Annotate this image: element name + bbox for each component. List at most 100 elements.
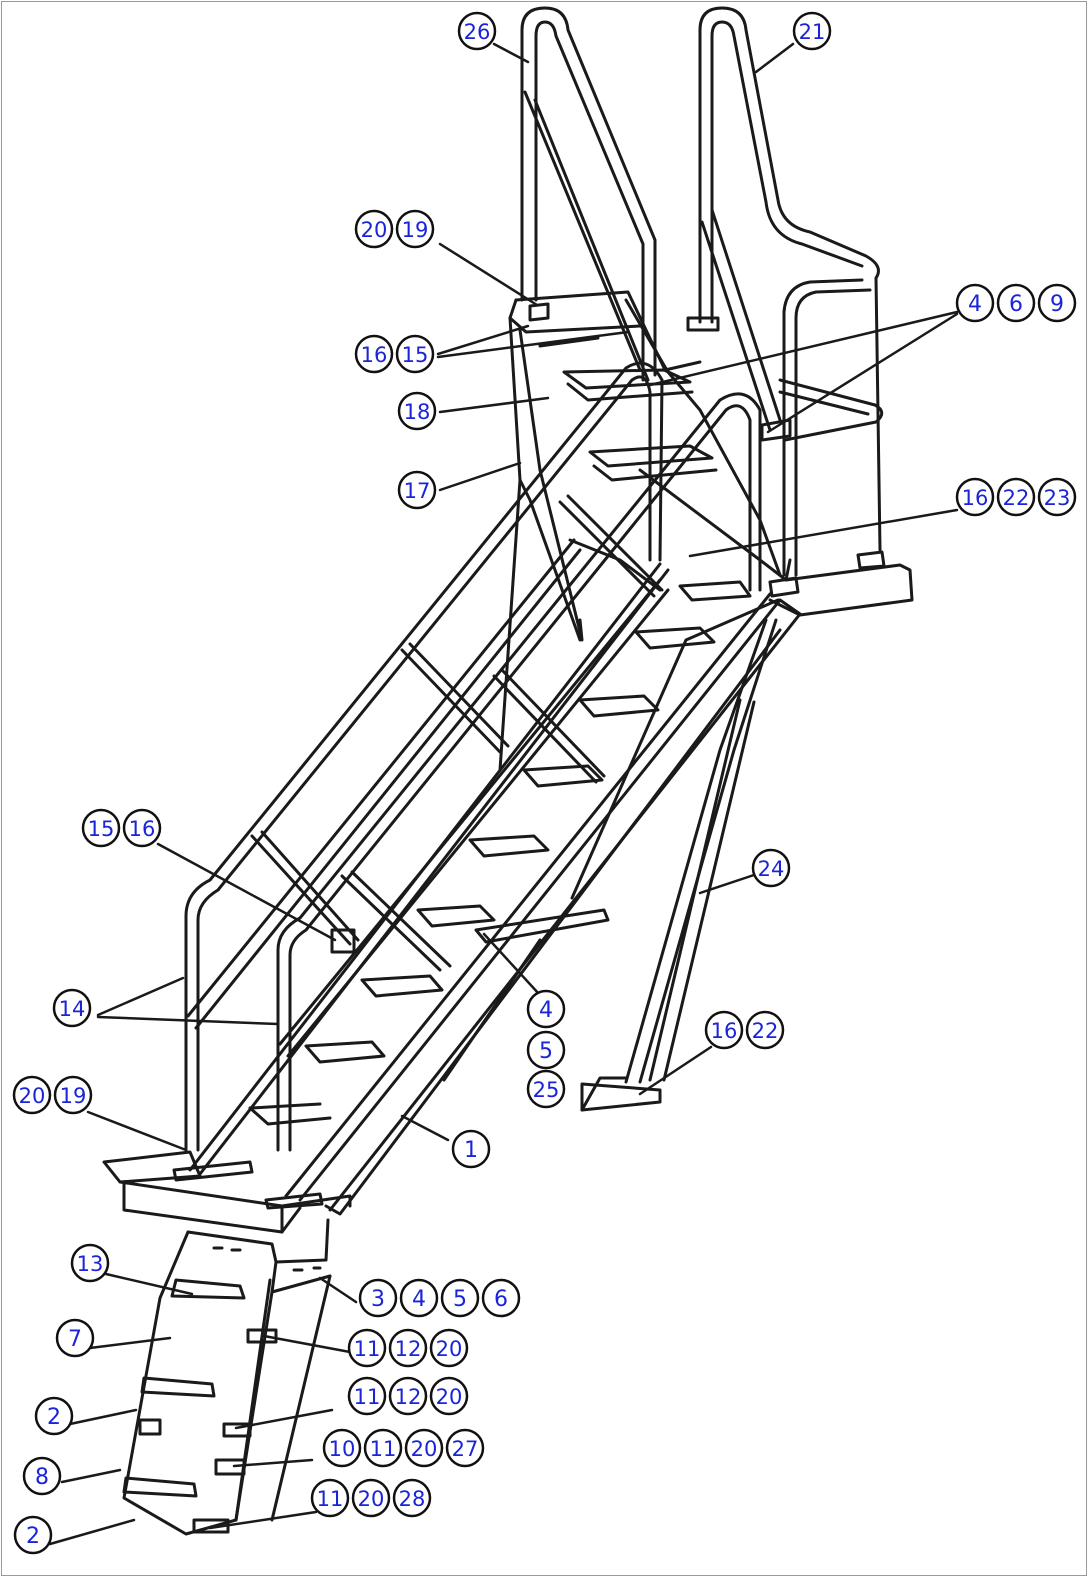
callout-number: 2	[26, 1524, 40, 1549]
callout-circle	[322, 1428, 362, 1468]
callout-number: 16	[129, 817, 156, 841]
callout-circle	[347, 1376, 387, 1416]
callout-balloon-support-leg-24: 24	[751, 848, 791, 888]
callout-circle	[363, 1428, 403, 1468]
callout-circle	[792, 11, 832, 51]
callout-number: 19	[402, 218, 429, 242]
callout-circle	[388, 1376, 428, 1416]
callout-number: 5	[539, 1039, 553, 1064]
callout-number: 26	[464, 20, 491, 44]
callout-balloon-ladder-fasteners-2-20: 20	[429, 1376, 469, 1416]
callout-balloon-bottom-rail-mount-20: 20	[12, 1075, 52, 1115]
main-stair	[188, 562, 802, 1216]
callout-circle	[34, 1396, 74, 1436]
callout-number: 11	[354, 1337, 381, 1361]
callout-balloon-upper-platform-hardware-9: 9	[1037, 283, 1077, 323]
upper-platform	[508, 290, 914, 617]
callout-number: 16	[711, 1019, 738, 1043]
callout-balloon-pin-assembly-b-5: 5	[526, 1030, 566, 1070]
callout-balloon-ladder-fasteners-4-20: 20	[351, 1478, 391, 1518]
callout-circle	[955, 283, 995, 323]
callout-circle	[22, 1456, 62, 1496]
callout-circle	[397, 470, 437, 510]
callout-balloon-platform-fasteners-23: 23	[1037, 477, 1077, 517]
callout-number: 11	[317, 1487, 344, 1511]
callout-circle	[996, 477, 1036, 517]
callout-circle	[347, 1328, 387, 1368]
callout-number: 7	[68, 1327, 82, 1352]
callout-circle	[13, 1515, 53, 1555]
callout-number: 14	[59, 997, 86, 1021]
callout-circle	[445, 1428, 485, 1468]
callout-circle	[751, 848, 791, 888]
callout-number: 11	[370, 1437, 397, 1461]
callout-number: 23	[1044, 486, 1071, 510]
callout-number: 17	[404, 479, 431, 503]
callout-balloon-top-rail-mount-20: 20	[354, 209, 394, 249]
callout-balloon-ladder-fasteners-3-10: 10	[322, 1428, 362, 1468]
callout-circle	[351, 1478, 391, 1518]
callout-balloon-upper-platform-hardware-4: 4	[955, 283, 995, 323]
callout-balloon-top-rail-mount-19: 19	[395, 209, 435, 249]
callout-balloon-ladder-fasteners-1-20: 20	[429, 1328, 469, 1368]
callout-circle	[70, 1243, 110, 1283]
callout-number: 21	[799, 20, 826, 44]
callout-balloon-ladder-fasteners-2-12: 12	[388, 1376, 428, 1416]
leader-lines	[48, 42, 959, 1546]
callout-circle	[404, 1428, 444, 1468]
callout-circle	[388, 1328, 428, 1368]
callout-number: 24	[758, 857, 785, 881]
callout-balloon-handrail-upper-left-26: 26	[457, 11, 497, 51]
callout-balloon-upper-stringer-17: 17	[397, 470, 437, 510]
callout-balloon-ladder-fasteners-4-11: 11	[310, 1478, 350, 1518]
callout-balloon-ladder-step-upper-2: 2	[34, 1396, 74, 1436]
callout-number: 25	[533, 1078, 560, 1102]
callout-number: 6	[494, 1287, 508, 1312]
callout-number: 9	[1050, 292, 1064, 317]
callout-balloon-ladder-mount-hardware-4: 4	[399, 1278, 439, 1318]
callout-balloon-upper-stair-section-18: 18	[397, 391, 437, 431]
callout-circle	[1037, 477, 1077, 517]
callout-balloon-handrail-upper-right-21: 21	[792, 11, 832, 51]
callout-balloon-ladder-mount-hardware-5: 5	[440, 1278, 480, 1318]
callout-number: 4	[968, 292, 982, 317]
callout-balloon-ladder-mount-hardware-6: 6	[481, 1278, 521, 1318]
callout-balloon-handrails-lower-14: 14	[52, 988, 92, 1028]
callout-circle	[1037, 283, 1077, 323]
callout-circle	[429, 1376, 469, 1416]
callout-balloon-top-post-fasteners-15: 15	[395, 334, 435, 374]
callout-number: 5	[453, 1287, 467, 1312]
callout-circle	[354, 209, 394, 249]
callout-number: 16	[962, 486, 989, 510]
callout-circle	[451, 1129, 491, 1169]
callout-circle	[358, 1278, 398, 1318]
callout-balloon-rail-brace-fasteners-16: 16	[122, 808, 162, 848]
handrail-upper-left	[520, 6, 657, 382]
callout-balloon-ladder-step-lower-2: 2	[13, 1515, 53, 1555]
main-handrails	[184, 361, 762, 1152]
callout-balloon-bottom-rail-mount-19: 19	[53, 1075, 93, 1115]
callout-circle	[52, 988, 92, 1028]
callout-circle	[955, 477, 995, 517]
callout-balloon-ladder-fasteners-4-28: 28	[392, 1478, 432, 1518]
callout-number: 15	[88, 817, 115, 841]
callout-balloon-ladder-fasteners-3-11: 11	[363, 1428, 403, 1468]
callout-circle	[392, 1478, 432, 1518]
lower-ladder	[122, 1218, 332, 1536]
callout-number: 11	[354, 1385, 381, 1409]
callout-number: 13	[77, 1252, 104, 1276]
callout-number: 20	[361, 218, 388, 242]
callout-circle	[55, 1318, 95, 1358]
callout-circle	[395, 334, 435, 374]
callout-number: 20	[436, 1385, 463, 1409]
callout-circle	[429, 1328, 469, 1368]
callout-circle	[745, 1010, 785, 1050]
callout-number: 8	[35, 1465, 49, 1490]
callout-number: 10	[329, 1437, 356, 1461]
callout-balloon-rail-brace-fasteners-15: 15	[81, 808, 121, 848]
callout-balloon-pin-assembly-a-4: 4	[526, 989, 566, 1029]
callout-circle	[526, 989, 566, 1029]
callout-balloon-pin-assembly-c-25: 25	[526, 1069, 566, 1109]
